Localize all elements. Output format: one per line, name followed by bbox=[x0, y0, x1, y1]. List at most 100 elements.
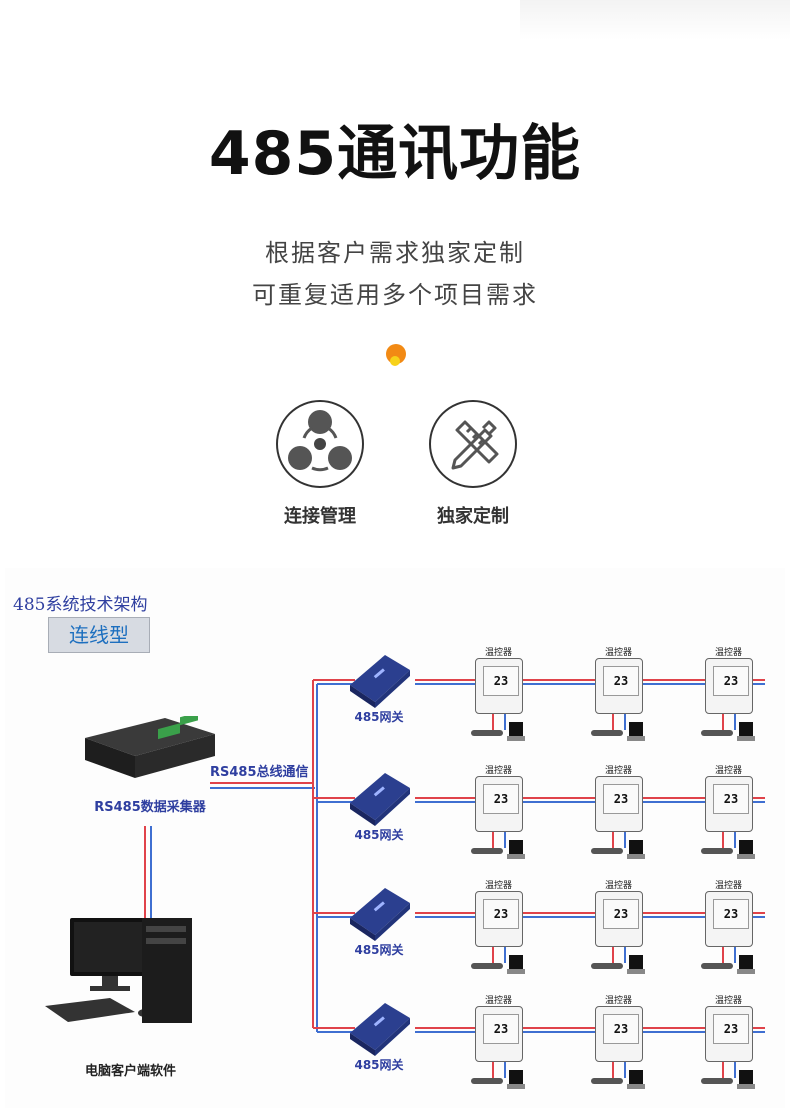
subtitle-line-1: 根据客户需求独家定制 bbox=[265, 239, 525, 267]
diagram-title: 485系统技术架构 bbox=[13, 595, 148, 615]
connection-management-icon bbox=[276, 400, 364, 488]
thermostat: 温控器 23 bbox=[475, 766, 525, 834]
thermostat-face: 23 bbox=[475, 1006, 523, 1062]
thermostat-face: 23 bbox=[475, 891, 523, 947]
thermostat-reading: 23 bbox=[713, 784, 749, 814]
valve-actuator bbox=[471, 720, 531, 741]
thermostat: 温控器 23 bbox=[595, 881, 645, 949]
thermostat-face: 23 bbox=[595, 776, 643, 832]
thermostat-label: 温控器 bbox=[605, 648, 633, 658]
valve-icon bbox=[701, 840, 755, 859]
feature-custom: 独家定制 bbox=[408, 400, 538, 528]
valve-actuator bbox=[471, 953, 531, 974]
gateway-label: 485网关 bbox=[339, 1056, 419, 1073]
gateway-485: 485网关 bbox=[339, 883, 419, 958]
valve-actuator bbox=[471, 838, 531, 859]
thermostat-label: 温控器 bbox=[485, 766, 513, 776]
thermostat-label: 温控器 bbox=[485, 996, 513, 1006]
thermostat-reading: 23 bbox=[603, 784, 639, 814]
thermostat-face: 23 bbox=[595, 658, 643, 714]
valve-actuator bbox=[701, 1068, 761, 1089]
gateway-device-icon bbox=[350, 655, 410, 708]
thermostat-label: 温控器 bbox=[715, 766, 743, 776]
valve-icon bbox=[701, 1070, 755, 1089]
valve-icon bbox=[591, 955, 645, 974]
gateway-device-icon bbox=[350, 1003, 410, 1056]
valve-icon bbox=[701, 722, 755, 741]
valve-icon bbox=[591, 840, 645, 859]
thermostat: 温控器 23 bbox=[705, 881, 755, 949]
thermostat: 温控器 23 bbox=[705, 996, 755, 1064]
gateway-label: 485网关 bbox=[339, 941, 419, 958]
thermostat-reading: 23 bbox=[603, 899, 639, 929]
thermostat-label: 温控器 bbox=[715, 881, 743, 891]
valve-icon bbox=[701, 955, 755, 974]
gateway-label: 485网关 bbox=[339, 708, 419, 725]
valve-actuator bbox=[591, 838, 651, 859]
thermostat-reading: 23 bbox=[713, 899, 749, 929]
subtitle-line-2: 可重复适用多个项目需求 bbox=[252, 281, 538, 309]
gateway-device-icon bbox=[350, 888, 410, 941]
architecture-diagram: 485系统技术架构 连线型 RS485数据采集器 RS485总线通信 电脑客户端… bbox=[5, 568, 785, 1108]
valve-icon bbox=[471, 955, 525, 974]
thermostat: 温控器 23 bbox=[595, 766, 645, 834]
collector-label: RS485数据采集器 bbox=[94, 800, 206, 815]
thermostat-face: 23 bbox=[475, 776, 523, 832]
thermostat-face: 23 bbox=[705, 891, 753, 947]
thermostat-reading: 23 bbox=[483, 666, 519, 696]
thermostat-reading: 23 bbox=[483, 784, 519, 814]
thermostat-face: 23 bbox=[595, 891, 643, 947]
page-title: 485通讯功能 bbox=[208, 119, 582, 189]
valve-actuator bbox=[701, 720, 761, 741]
pc-label: 电脑客户端软件 bbox=[85, 1064, 177, 1079]
thermostat-reading: 23 bbox=[483, 899, 519, 929]
gateway-485: 485网关 bbox=[339, 768, 419, 843]
rs485-data-collector: RS485数据采集器 bbox=[80, 712, 215, 815]
valve-actuator bbox=[701, 838, 761, 859]
thermostat: 温控器 23 bbox=[475, 996, 525, 1064]
feature-label: 独家定制 bbox=[437, 506, 509, 527]
thermostat-face: 23 bbox=[705, 658, 753, 714]
valve-actuator bbox=[591, 953, 651, 974]
thermostat-reading: 23 bbox=[713, 666, 749, 696]
feature-connection-management: 连接管理 bbox=[255, 400, 385, 528]
thermostat-label: 温控器 bbox=[605, 996, 633, 1006]
gateway-485: 485网关 bbox=[339, 998, 419, 1073]
valve-actuator bbox=[591, 1068, 651, 1089]
valve-icon bbox=[471, 1070, 525, 1089]
thermostat-face: 23 bbox=[705, 776, 753, 832]
thermostat: 温控器 23 bbox=[595, 648, 645, 716]
valve-icon bbox=[471, 722, 525, 741]
valve-icon bbox=[471, 840, 525, 859]
valve-icon bbox=[591, 722, 645, 741]
decorative-dot-yellow bbox=[390, 356, 400, 366]
gateway-485: 485网关 bbox=[339, 650, 419, 725]
thermostat-reading: 23 bbox=[483, 1014, 519, 1044]
thermostat-label: 温控器 bbox=[485, 648, 513, 658]
thermostat-face: 23 bbox=[475, 658, 523, 714]
thermostat-reading: 23 bbox=[713, 1014, 749, 1044]
valve-actuator bbox=[471, 1068, 531, 1089]
bus-label: RS485总线通信 bbox=[210, 761, 309, 780]
thermostat-label: 温控器 bbox=[605, 766, 633, 776]
thermostat: 温控器 23 bbox=[475, 648, 525, 716]
valve-actuator bbox=[701, 953, 761, 974]
thermostat-label: 温控器 bbox=[715, 996, 743, 1006]
gateway-device-icon bbox=[350, 773, 410, 826]
custom-tools-icon bbox=[429, 400, 517, 488]
thermostat-face: 23 bbox=[705, 1006, 753, 1062]
top-decoration bbox=[520, 0, 790, 40]
thermostat: 温控器 23 bbox=[595, 996, 645, 1064]
feature-label: 连接管理 bbox=[284, 506, 356, 527]
thermostat-label: 温控器 bbox=[605, 881, 633, 891]
valve-actuator bbox=[591, 720, 651, 741]
valve-icon bbox=[591, 1070, 645, 1089]
thermostat: 温控器 23 bbox=[705, 766, 755, 834]
connection-type-badge: 连线型 bbox=[48, 617, 150, 653]
thermostat-face: 23 bbox=[595, 1006, 643, 1062]
thermostat-reading: 23 bbox=[603, 666, 639, 696]
thermostat-label: 温控器 bbox=[485, 881, 513, 891]
gateway-label: 485网关 bbox=[339, 826, 419, 843]
thermostat-reading: 23 bbox=[603, 1014, 639, 1044]
